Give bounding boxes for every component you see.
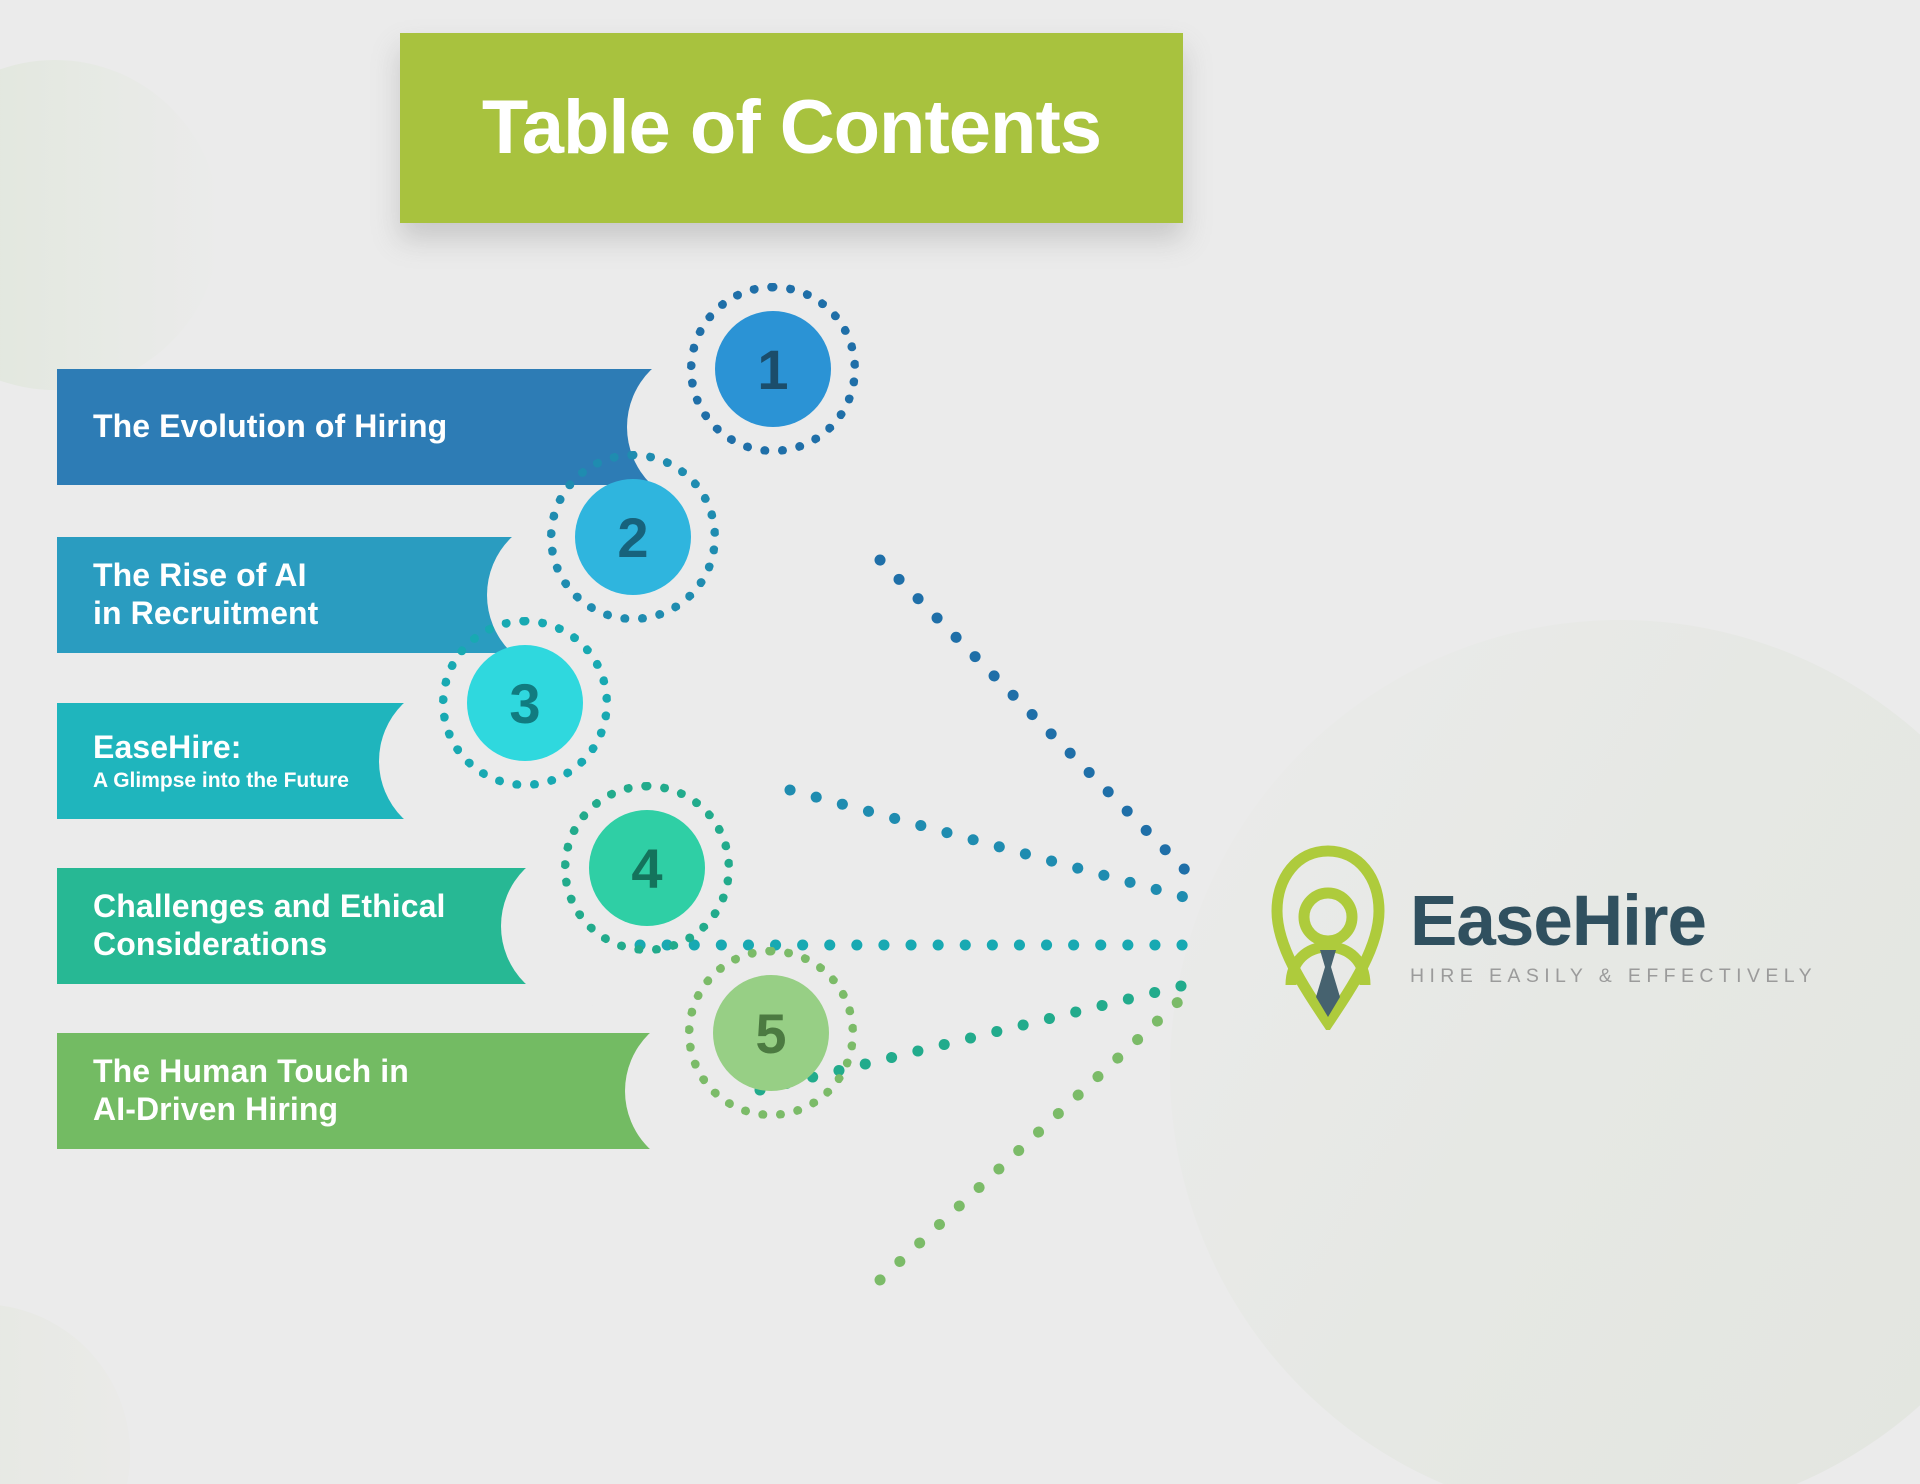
toc-item-subtitle: A Glimpse into the Future [93,769,349,793]
toc-badge[interactable]: 5 [713,975,829,1091]
toc-badge-ring [687,283,859,455]
toc-badge[interactable]: 2 [575,479,691,595]
easehire-logo: EaseHire HIRE EASILY & EFFECTIVELY [1268,845,1817,1030]
toc-text-block: Challenges and Ethical Considerations [93,888,446,964]
toc-badge-number: 3 [509,671,541,735]
background-decoration-right [1170,620,1920,1484]
toc-item-title: The Human Touch in AI-Driven Hiring [93,1053,409,1127]
page-title: Table of Contents [481,85,1102,170]
toc-bar: The Human Touch in AI-Driven Hiring [57,1011,785,1171]
logo-name: EaseHire [1410,882,1707,962]
page-title-banner: Table of Contents [400,33,1183,223]
toc-item-title: Challenges and Ethical Considerations [93,888,446,962]
logo-wordmark: EaseHire HIRE EASILY & EFFECTIVELY [1410,882,1818,988]
toc-badge-number: 1 [757,337,789,401]
toc-badge[interactable]: 3 [467,645,583,761]
toc-badge[interactable]: 1 [715,311,831,427]
toc-bar: Challenges and Ethical Considerations [57,846,661,1006]
toc-badge-number: 5 [755,1001,787,1065]
toc-badge[interactable]: 4 [589,810,705,926]
toc-item-title: The Rise of AI in Recruitment [93,557,319,631]
toc-text-block: The Evolution of Hiring [93,408,447,446]
toc-badge-ring [439,617,611,789]
toc-text-block: EaseHire: A Glimpse into the Future [93,729,349,794]
toc-bar: EaseHire: A Glimpse into the Future [57,681,539,841]
toc-text-block: The Rise of AI in Recruitment [93,557,318,633]
toc-item-title: EaseHire: [93,728,242,765]
logo-tagline: HIRE EASILY & EFFECTIVELY [1410,964,1818,987]
toc-badge-number: 4 [631,836,663,900]
toc-text-block: The Human Touch in AI-Driven Hiring [93,1053,409,1129]
toc-badge-number: 2 [617,505,649,569]
location-pin-person-icon [1271,845,1385,1030]
toc-badge-ring [547,451,719,623]
toc-item-title: The Evolution of Hiring [93,408,448,445]
